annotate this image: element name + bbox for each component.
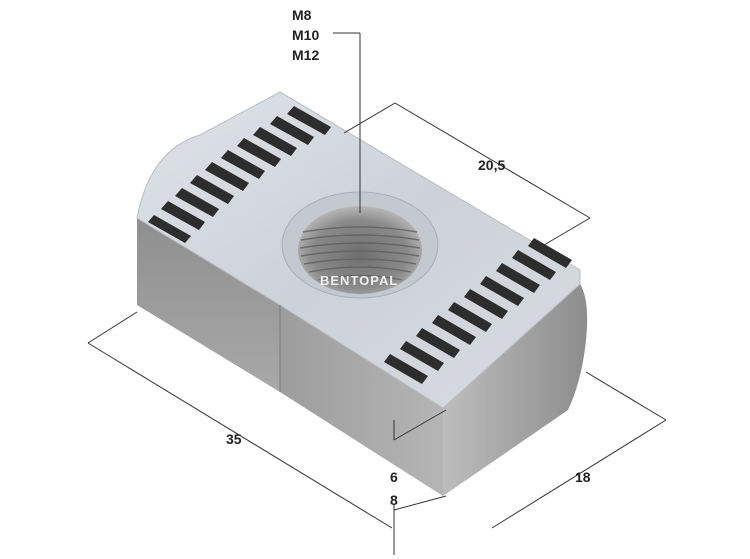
serrations-left — [148, 106, 331, 243]
dimension-height-small-label: 6 — [390, 469, 398, 485]
nut-right-face — [443, 284, 588, 496]
watermark-text: BENTOPAL — [320, 273, 398, 288]
dimension-width-label: 20,5 — [478, 157, 505, 173]
dimension-height-large-label: 8 — [390, 492, 398, 508]
nut-body — [136, 91, 588, 496]
threaded-hole — [281, 191, 439, 299]
dimension-length-label: 35 — [226, 431, 242, 447]
thread-size-m10: M10 — [292, 27, 319, 43]
thread-size-m12: M12 — [292, 47, 319, 63]
thread-size-m8: M8 — [292, 7, 312, 23]
serrations-right — [384, 238, 572, 384]
thread-size-labels: M8 M10 M12 — [292, 7, 319, 63]
dimension-depth-label: 18 — [575, 469, 591, 485]
nut-front-face — [280, 305, 443, 496]
dimension-lines — [87, 32, 667, 555]
nut-left-face — [137, 218, 280, 392]
